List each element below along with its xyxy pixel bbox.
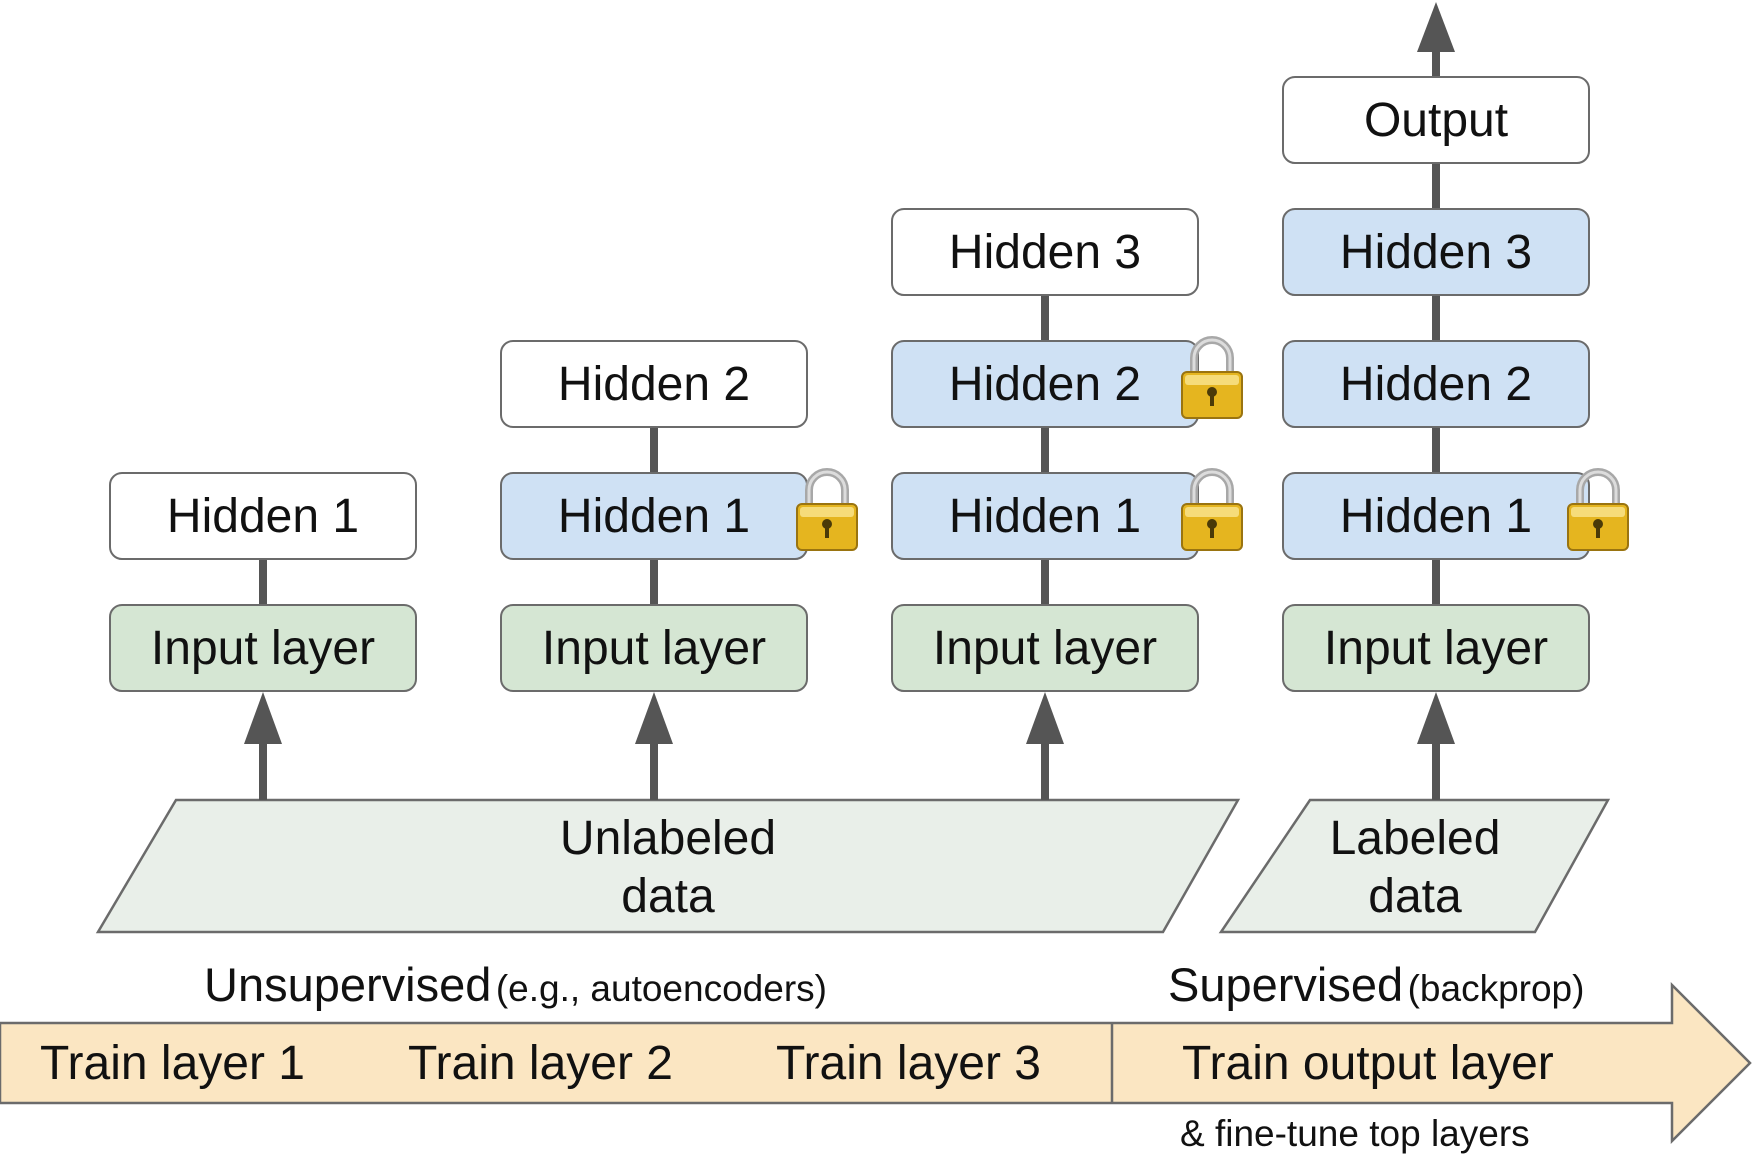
input-layer-box: Input layer — [109, 604, 417, 692]
supervised-title: Supervised — [1168, 958, 1404, 1011]
data-arrow — [635, 692, 673, 800]
unsupervised-note: (e.g., autoencoders) — [495, 968, 827, 1009]
step-train-output-layer: Train output layer — [1182, 1037, 1554, 1090]
hidden-3-box: Hidden 3 — [891, 208, 1199, 296]
data-arrow — [244, 692, 282, 800]
output-box: Output — [1282, 76, 1590, 164]
unsupervised-phase-label: Unsupervised (e.g., autoencoders) — [204, 957, 827, 1012]
labeled-data-shape — [1218, 798, 1611, 934]
step-train-layer-2: Train layer 2 — [408, 1037, 673, 1090]
padlock-icon — [1181, 336, 1243, 419]
fine-tune-note: & fine-tune top layers — [1180, 1113, 1530, 1154]
padlock-icon — [1181, 468, 1243, 551]
hidden-1-box: Hidden 1 — [109, 472, 417, 560]
output-arrow — [1417, 2, 1455, 76]
hidden-1-box-frozen: Hidden 1 — [500, 472, 808, 560]
unlabeled-data-label: Unlabeled data — [518, 810, 818, 926]
training-timeline-arrow — [0, 981, 1752, 1145]
unsupervised-title: Unsupervised — [204, 958, 492, 1011]
step-train-layer-1: Train layer 1 — [40, 1037, 305, 1090]
unlabeled-data-line2: data — [621, 870, 715, 923]
step-train-layer-3: Train layer 3 — [776, 1037, 1041, 1090]
input-layer-box: Input layer — [891, 604, 1199, 692]
hidden-2-box: Hidden 2 — [500, 340, 808, 428]
hidden-2-box-frozen: Hidden 2 — [891, 340, 1199, 428]
supervised-phase-label: Supervised (backprop) — [1168, 957, 1584, 1012]
data-arrow — [1026, 692, 1064, 800]
unlabeled-data-line1: Unlabeled — [559, 812, 777, 865]
input-layer-box: Input layer — [1282, 604, 1590, 692]
labeled-data-line2: data — [1368, 870, 1462, 923]
hidden-1-box-frozen: Hidden 1 — [891, 472, 1199, 560]
hidden-3-box: Hidden 3 — [1282, 208, 1590, 296]
unlabeled-data-shape — [95, 798, 1241, 934]
hidden-2-box: Hidden 2 — [1282, 340, 1590, 428]
padlock-icon — [1567, 468, 1629, 551]
input-layer-box: Input layer — [500, 604, 808, 692]
data-arrow — [1417, 692, 1455, 800]
labeled-data-label: Labeled data — [1265, 810, 1565, 926]
supervised-note: (backprop) — [1407, 968, 1585, 1009]
labeled-data-line1: Labeled — [1329, 812, 1501, 865]
hidden-1-box-frozen: Hidden 1 — [1282, 472, 1590, 560]
padlock-icon — [796, 468, 858, 551]
